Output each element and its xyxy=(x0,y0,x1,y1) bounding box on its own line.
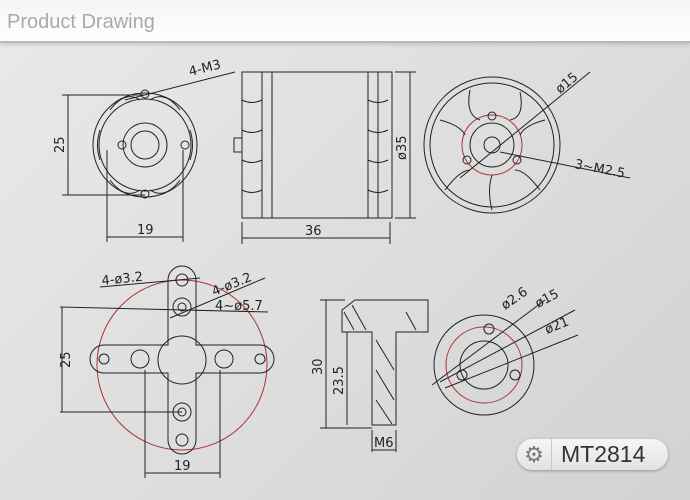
mount-view: 4-ø3.2 4-ø3.2 4~ø5.7 25 19 xyxy=(59,265,275,478)
mount-holes-a: 4-ø3.2 xyxy=(101,270,144,289)
model-badge: ⚙ MT2814 xyxy=(517,439,668,470)
header: Product Drawing xyxy=(0,0,690,43)
side-view: 36 ø35 xyxy=(233,71,416,244)
rear-diameter-dim: ø15 xyxy=(553,70,581,97)
model-name: MT2814 xyxy=(561,441,646,467)
shaft-length-dim: 23.5 xyxy=(332,366,347,395)
adapter-inner-dim: ø15 xyxy=(533,287,562,312)
shaft-view: 30 23.5 M6 xyxy=(311,299,429,452)
rear-view: ø15 3~M2.5 xyxy=(423,70,631,214)
mount-height-dim: 25 xyxy=(59,351,74,368)
shaft-total-dim: 30 xyxy=(311,358,326,375)
adapter-view: ø2.6 ø15 ø21 xyxy=(431,285,579,416)
rear-holes-label: 3~M2.5 xyxy=(573,157,626,181)
side-diameter-dim: ø35 xyxy=(395,136,410,161)
mount-width-dim: 19 xyxy=(174,459,191,474)
adapter-hole-dim: ø2.6 xyxy=(499,285,531,314)
shaft-thread-label: M6 xyxy=(374,436,394,451)
front-view: 4-M3 25 19 xyxy=(53,57,236,242)
mount-holes-b: 4-ø3.2 xyxy=(210,270,254,299)
front-width-dim: 19 xyxy=(137,223,154,238)
gear-icon: ⚙ xyxy=(517,439,552,470)
side-length-dim: 36 xyxy=(305,224,322,239)
adapter-outer-dim: ø21 xyxy=(543,315,571,338)
mount-holes-c: 4~ø5.7 xyxy=(215,299,263,314)
page-title: Product Drawing xyxy=(7,11,155,33)
front-height-dim: 25 xyxy=(53,136,68,153)
